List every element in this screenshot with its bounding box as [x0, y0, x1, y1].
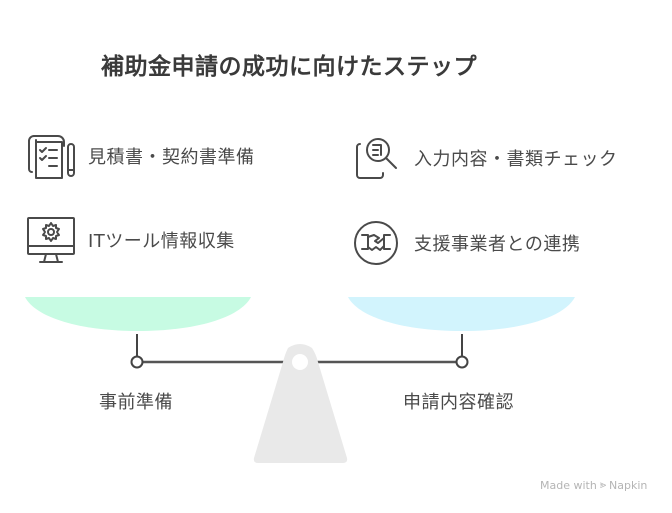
left-item-quote-contract: 見積書・契約書準備: [24, 128, 255, 184]
monitor-gear-icon: [24, 212, 80, 268]
left-item-label: ITツール情報収集: [88, 231, 235, 252]
right-pan: [348, 297, 575, 331]
right-item-label: 入力内容・書類チェック: [414, 149, 618, 170]
left-item-label: 見積書・契約書準備: [88, 147, 255, 168]
right-item-check: 入力内容・書類チェック: [350, 130, 618, 186]
left-category-label: 事前準備: [99, 392, 173, 413]
diagram-title: 補助金申請の成功に向けたステップ: [101, 54, 477, 80]
napkin-logo-icon: ⪢: [599, 478, 607, 491]
left-item-it-tool: ITツール情報収集: [24, 212, 235, 268]
napkin-watermark: Made with ⪢ Napkin: [540, 478, 647, 492]
left-pan: [25, 297, 251, 331]
right-item-support: 支援事業者との連携: [350, 215, 580, 271]
right-item-label: 支援事業者との連携: [414, 234, 581, 255]
fulcrum: [253, 344, 348, 463]
right-category-label: 申請内容確認: [403, 392, 514, 413]
handshake-icon: [350, 215, 406, 271]
document-search-icon: [350, 130, 406, 186]
watermark-text: Made with: [540, 478, 597, 492]
watermark-brand: Napkin: [609, 478, 648, 492]
left-pivot: [130, 355, 144, 369]
right-pivot: [455, 355, 469, 369]
document-pen-icon: [24, 128, 80, 184]
